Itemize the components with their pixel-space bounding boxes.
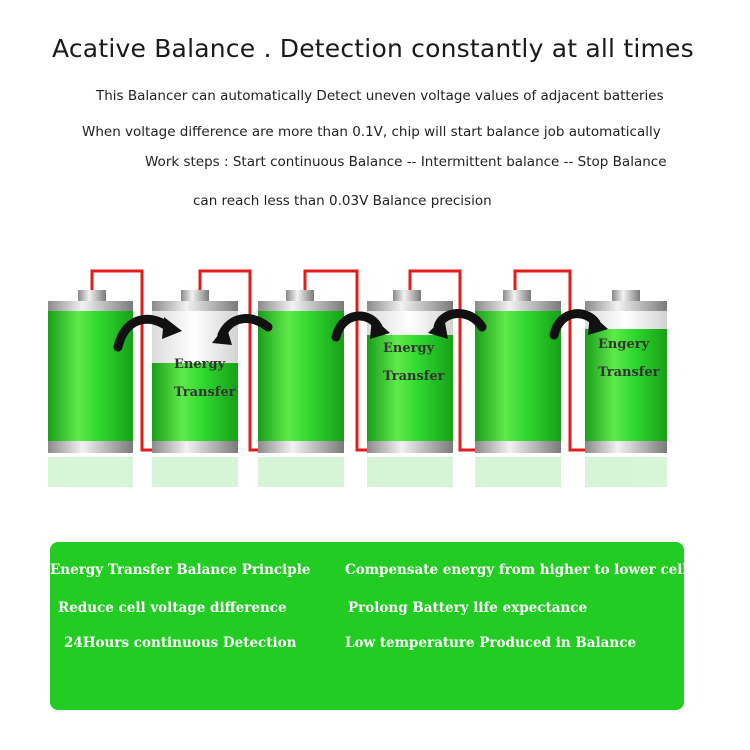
- features-panel: Energy Transfer Balance Principle Reduce…: [50, 542, 688, 710]
- feature-left-3: 24Hours continuous Detection: [64, 635, 297, 651]
- battery-reflections: [48, 457, 667, 487]
- arrow-heads: [162, 313, 608, 345]
- battery-cell-3: [258, 290, 344, 453]
- energy-label-1-line2: Transfer: [174, 385, 236, 400]
- feature-right-3: Low temperature Produced in Balance: [345, 635, 637, 651]
- feature-right-1: Compensate energy from higher to lower c…: [345, 562, 688, 578]
- energy-label-3-line2: Transfer: [598, 365, 660, 380]
- energy-label-1-line1: Energy: [174, 357, 226, 372]
- battery-cell-4: [367, 290, 453, 453]
- battery-illustration: Energy Transfer Energy Transfer Engery T…: [0, 255, 750, 515]
- energy-label-2-line1: Energy: [383, 341, 435, 356]
- battery-cell-1: [48, 290, 133, 453]
- description-line-1: This Balancer can automatically Detect u…: [96, 88, 664, 104]
- feature-left-1: Energy Transfer Balance Principle: [50, 562, 311, 578]
- feature-left-2: Reduce cell voltage difference: [58, 600, 287, 616]
- feature-right-2: Prolong Battery life expectance: [348, 600, 588, 616]
- battery-illustration-graphic: [48, 269, 667, 487]
- description-line-2: When voltage difference are more than 0.…: [82, 124, 661, 140]
- battery-cell-5: [475, 290, 561, 453]
- description-line-3: Work steps : Start continuous Balance --…: [145, 154, 667, 170]
- energy-label-3-line1: Engery: [598, 337, 650, 352]
- description-line-4: can reach less than 0.03V Balance precis…: [193, 193, 492, 209]
- page-title: Acative Balance . Detection constantly a…: [52, 34, 694, 63]
- battery-cell-6: [585, 290, 667, 453]
- energy-label-2-line2: Transfer: [383, 369, 445, 384]
- wire-connectors: [90, 269, 585, 452]
